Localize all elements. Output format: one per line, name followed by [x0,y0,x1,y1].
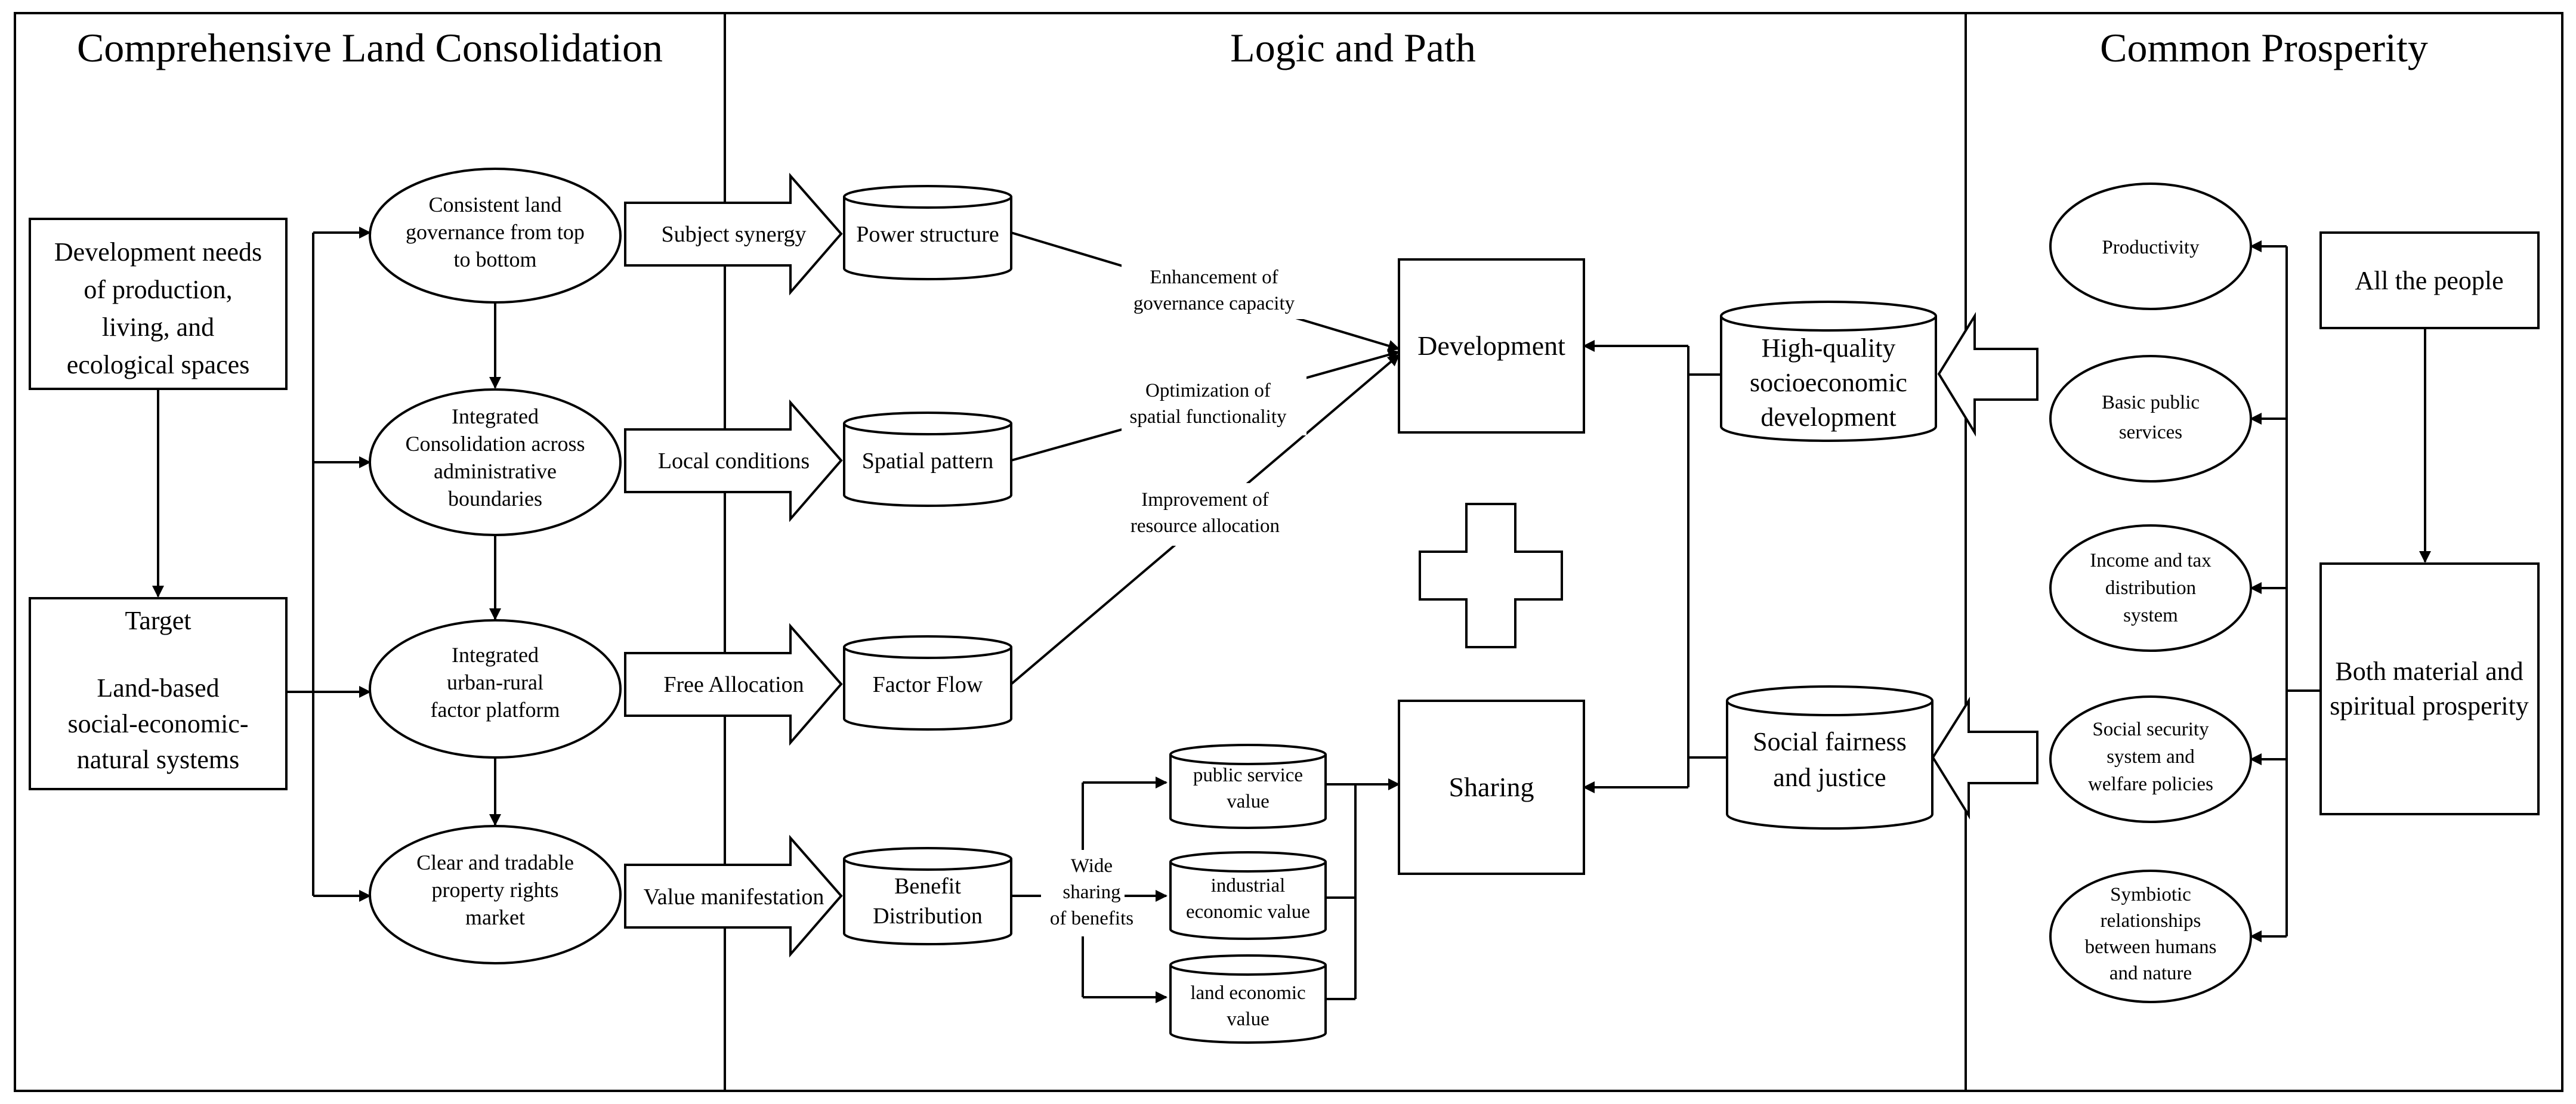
svg-text:Target: Target [125,606,191,635]
svg-text:Factor Flow: Factor Flow [873,672,983,697]
cylinder-factor-flow: Factor Flow [843,635,1012,731]
svg-text:Free Allocation: Free Allocation [663,672,804,697]
section-title-right: Common Prosperity [2100,25,2428,70]
svg-text:Power structure: Power structure [856,222,999,247]
svg-text:Value manifestation: Value manifestation [644,885,824,910]
all-the-people-box: All the people [2319,231,2540,329]
svg-text:Productivity: Productivity [2102,237,2200,258]
svg-text:Subject synergy: Subject synergy [661,222,806,247]
section-title-left: Comprehensive Land Consolidation [77,25,663,70]
svg-text:Development: Development [1417,330,1565,361]
svg-text:All the people: All the people [2355,266,2503,295]
section-title-middle: Logic and Path [1230,25,1476,70]
svg-text:Local conditions: Local conditions [658,449,810,474]
block-arrow-value-manifestation: Value manifestation [624,834,843,958]
sharing-box: Sharing [1398,700,1585,875]
plus-sign [1419,503,1563,648]
panel-comprehensive-land-consolidation [14,12,726,1092]
left-block-arrow-lower [1931,697,2038,820]
svg-text:Spatial pattern: Spatial pattern [862,449,994,474]
block-arrow-local-conditions: Local conditions [624,399,843,522]
svg-text:Sharing: Sharing [1448,772,1534,802]
development-box: Development [1398,258,1585,434]
cylinder-spatial-pattern: Spatial pattern [843,412,1012,507]
block-arrow-subject-synergy: Subject synergy [624,172,843,296]
block-arrow-free-allocation: Free Allocation [624,623,843,746]
left-block-arrow-upper [1937,311,2038,437]
cylinder-power-structure: Power structure [843,185,1012,280]
oval-productivity: Productivity [2049,183,2252,310]
